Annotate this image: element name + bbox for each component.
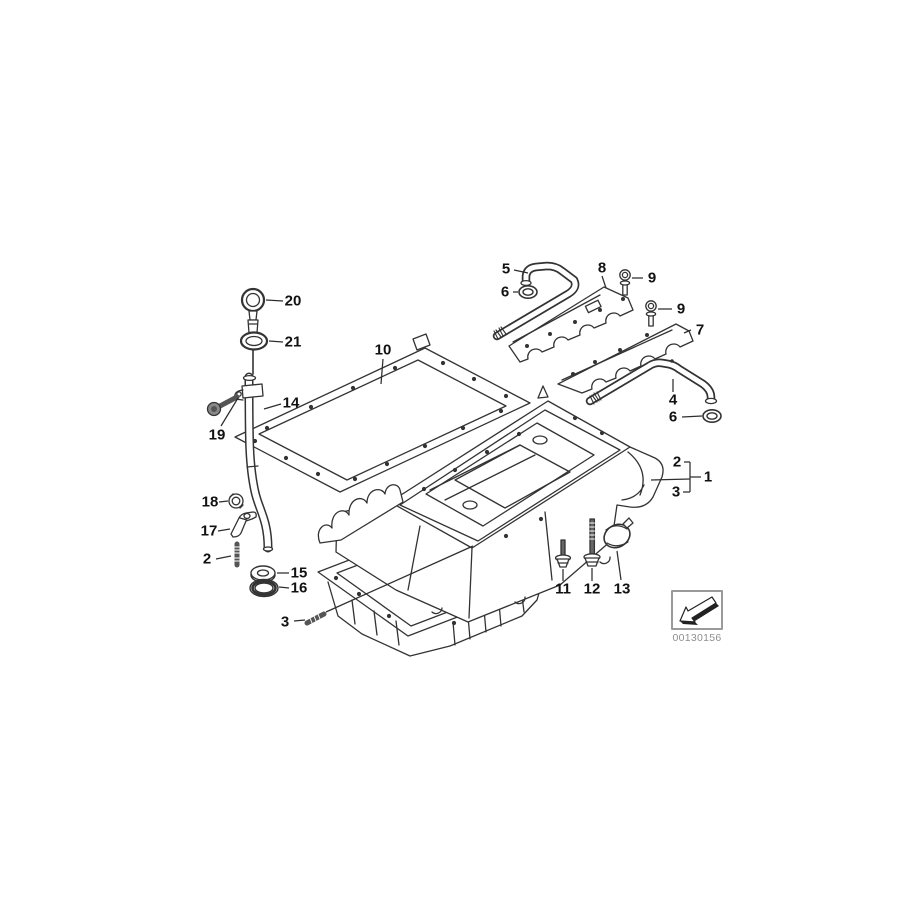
callout-20[interactable]: 20	[284, 292, 302, 310]
part-oil-pan-lower	[327, 581, 542, 657]
callout-3l[interactable]: 3	[280, 613, 290, 631]
leader-line-18	[218, 500, 229, 503]
callout-8[interactable]: 8	[597, 259, 607, 277]
leader-line-13	[616, 550, 622, 581]
callout-3r[interactable]: 3	[671, 483, 681, 501]
leader-line-6b	[681, 415, 703, 418]
callout-2l[interactable]: 2	[202, 550, 212, 568]
leader-line-5	[513, 269, 529, 274]
stamp-number: 00130156	[672, 632, 721, 644]
part-washer-15	[250, 565, 276, 583]
part-baffle-8	[508, 286, 634, 363]
callout-15[interactable]: 15	[290, 564, 308, 582]
part-bolt-9a	[619, 269, 631, 296]
part-o-ring-6b	[702, 408, 722, 423]
part-bolt-12	[583, 518, 601, 567]
leader-line-19	[220, 397, 239, 427]
callout-4[interactable]: 4	[668, 391, 678, 409]
part-bracket-17	[230, 511, 257, 538]
part-guide-tube	[234, 372, 274, 553]
leader-line-10	[380, 358, 384, 385]
part-oil-pan-upper	[317, 385, 664, 623]
callout-10[interactable]: 10	[374, 341, 392, 359]
part-o-ring-6a	[518, 284, 538, 299]
callout-19[interactable]: 19	[208, 426, 226, 444]
callout-12[interactable]: 12	[583, 580, 601, 598]
callout-11[interactable]: 11	[555, 580, 571, 598]
callout-9a[interactable]: 9	[647, 269, 657, 287]
callout-14[interactable]: 14	[282, 394, 300, 412]
callout-6b[interactable]: 6	[668, 408, 678, 426]
part-stud-3	[304, 611, 327, 626]
part-bolt-11	[554, 539, 572, 568]
callout-17[interactable]: 17	[200, 522, 218, 540]
part-pipe-4	[585, 358, 718, 406]
leader-line-21	[268, 340, 284, 343]
part-gasket-upper	[234, 333, 531, 493]
callout-1[interactable]: 1	[703, 468, 713, 486]
leader-line-8	[601, 275, 607, 289]
leader-line-7	[683, 329, 692, 334]
callout-2r[interactable]: 2	[672, 453, 682, 471]
leader-line-2l	[215, 555, 232, 560]
part-baffle-7	[557, 323, 694, 394]
callout-9b[interactable]: 9	[676, 300, 686, 318]
callout-5[interactable]: 5	[501, 260, 511, 278]
callout-18[interactable]: 18	[201, 493, 219, 511]
leader-line-17	[217, 528, 231, 532]
part-stud-2	[234, 541, 240, 568]
leader-line-3l	[325, 545, 474, 613]
part-o-ring-16	[249, 578, 279, 598]
leader-line-16	[278, 586, 290, 589]
leader-line-14	[263, 403, 282, 410]
part-nut-18	[228, 493, 244, 509]
callout-16[interactable]: 16	[290, 579, 308, 597]
leader-line-20	[265, 299, 284, 302]
part-plug-13	[603, 517, 634, 549]
leader-line-1	[650, 478, 691, 481]
callout-13[interactable]: 13	[613, 580, 631, 598]
stamp-box	[671, 590, 723, 630]
leader-line-3l	[293, 619, 306, 622]
callout-6a[interactable]: 6	[500, 283, 510, 301]
part-bolt-19	[206, 394, 240, 417]
callout-7[interactable]: 7	[695, 321, 705, 339]
stamp-arrow-icon	[679, 596, 719, 625]
part-dipstick	[239, 287, 269, 375]
callout-21[interactable]: 21	[284, 333, 302, 351]
part-bolt-9b	[645, 300, 657, 327]
leader-lines	[215, 269, 703, 622]
